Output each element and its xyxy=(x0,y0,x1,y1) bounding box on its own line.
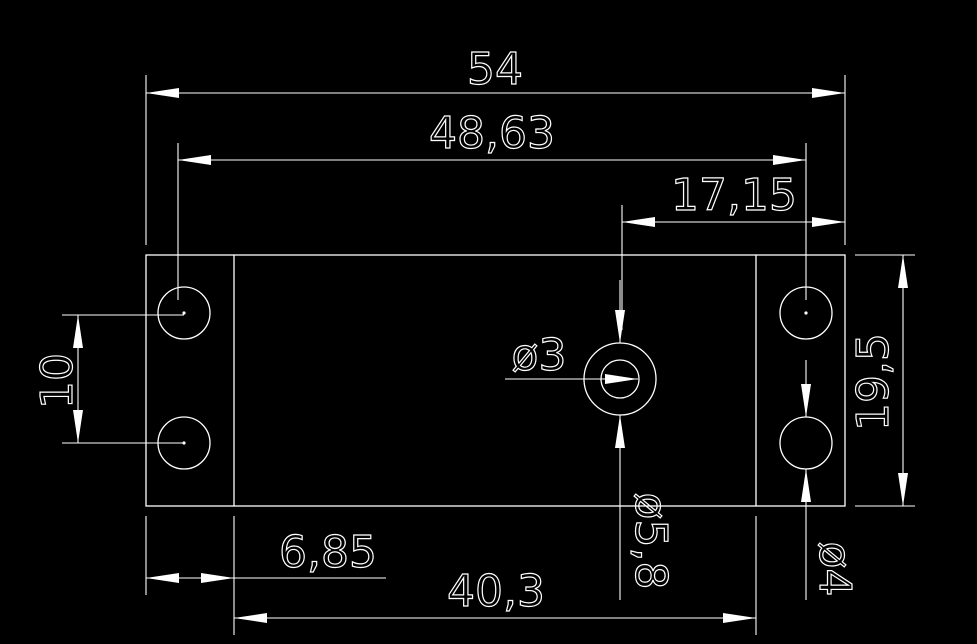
dim-flange-width: 6,85 xyxy=(145,516,386,635)
arrowhead xyxy=(773,155,806,165)
dim-label-19-5: 19,5 xyxy=(848,333,899,431)
dim-label-54: 54 xyxy=(467,44,523,95)
outer-body-rect xyxy=(145,254,846,507)
dim-label-17-15: 17,15 xyxy=(671,170,797,221)
dim-label-6-85: 6,85 xyxy=(279,527,377,578)
dim-label-10: 10 xyxy=(32,353,83,409)
dim-label-dia-5-8: ø5,8 xyxy=(625,493,676,590)
arrowhead xyxy=(605,374,638,384)
dim-overall-width: 54 xyxy=(145,43,846,245)
mount-hole-bottom-right xyxy=(779,416,833,470)
arrowhead xyxy=(615,310,625,343)
arrowhead xyxy=(622,217,655,227)
dim-center-hole-inner-dia: ø3 xyxy=(505,329,638,384)
dim-label-40-3: 40,3 xyxy=(447,566,545,617)
arrowhead xyxy=(898,255,908,288)
arrowhead xyxy=(615,415,625,448)
arrowhead xyxy=(898,473,908,506)
dim-hole-spacing-horizontal: 48,63 xyxy=(177,107,807,300)
dim-mount-hole-dia: ø4 xyxy=(801,360,861,600)
arrowhead xyxy=(801,469,811,502)
dim-center-hole-outer-dia: ø5,8 xyxy=(615,280,677,600)
arrowhead xyxy=(201,573,234,583)
arrowhead xyxy=(146,88,179,98)
center-mark-top-right xyxy=(804,311,808,315)
arrowhead xyxy=(723,613,756,623)
arrowhead xyxy=(234,613,267,623)
part-outline xyxy=(145,254,846,507)
arrowhead xyxy=(178,155,211,165)
holes xyxy=(157,286,833,470)
arrowhead xyxy=(812,88,845,98)
dim-label-dia-3: ø3 xyxy=(512,330,567,381)
center-mark-top-left xyxy=(182,311,186,315)
dim-center-hole-offset: 17,15 xyxy=(621,169,845,330)
arrowhead xyxy=(801,384,811,417)
dim-label-48-63: 48,63 xyxy=(429,108,555,159)
arrowhead xyxy=(73,410,83,443)
arrowhead xyxy=(812,217,845,227)
arrowhead xyxy=(146,573,179,583)
dim-hole-spacing-vertical: 10 xyxy=(31,314,184,444)
dim-body-width: 40,3 xyxy=(234,516,757,635)
dim-body-height: 19,5 xyxy=(847,254,915,507)
mount-hole-top-left xyxy=(157,286,211,340)
arrowhead xyxy=(73,315,83,348)
dim-label-dia-4: ø4 xyxy=(809,542,860,597)
